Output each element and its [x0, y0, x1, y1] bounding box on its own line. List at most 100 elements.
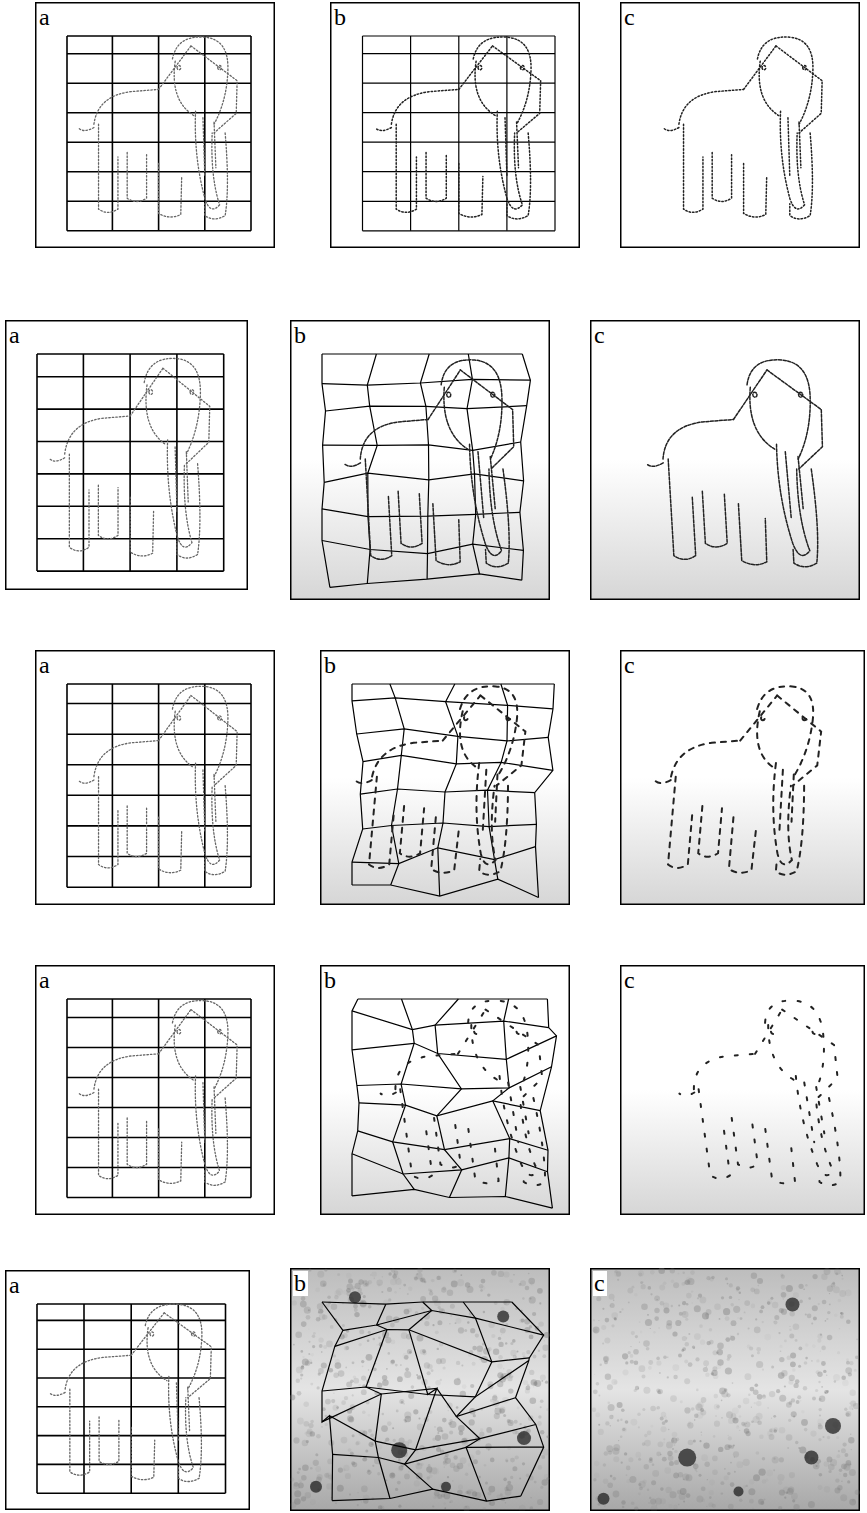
noise-dot — [598, 1424, 600, 1426]
noise-dot — [838, 1299, 842, 1303]
noise-dot — [545, 1381, 548, 1384]
noise-dot — [604, 1505, 606, 1507]
noise-dot — [611, 1312, 618, 1319]
noise-dot — [778, 1481, 782, 1485]
noise-dot — [737, 1425, 739, 1427]
noise-dot — [766, 1479, 769, 1482]
elephant-stroke — [372, 741, 443, 777]
noise-dot — [505, 1502, 506, 1503]
noise-dot — [672, 1331, 677, 1336]
noise-dot — [815, 1389, 818, 1392]
noise-dot — [503, 1368, 505, 1370]
noise-dot — [662, 1457, 667, 1462]
noise-dot — [825, 1320, 827, 1322]
elephant-stroke — [380, 1092, 396, 1095]
noise-dot — [320, 1309, 324, 1313]
noise-dot — [764, 1499, 766, 1501]
noise-dot — [829, 1304, 831, 1306]
noise-dot — [525, 1286, 530, 1291]
noise-dot — [372, 1465, 374, 1467]
noise-dot — [326, 1341, 333, 1348]
noise-dot — [622, 1506, 624, 1508]
noise-dot — [321, 1426, 323, 1428]
elephant-stroke — [99, 777, 118, 868]
elephant-stroke — [505, 118, 518, 177]
noise-dot — [705, 1462, 710, 1467]
noise-dot — [594, 1473, 599, 1478]
noise-dot — [813, 1317, 817, 1321]
noise-dot — [621, 1500, 625, 1504]
elephant-stroke — [434, 1118, 461, 1168]
noise-dot — [801, 1419, 808, 1426]
grid-line — [358, 1131, 548, 1150]
noise-dot — [377, 1279, 383, 1285]
elephant-stroke — [778, 770, 797, 831]
dark-blob — [734, 1487, 744, 1497]
noise-dot — [849, 1406, 853, 1410]
elephant-stroke — [50, 1392, 65, 1395]
noise-dot — [812, 1396, 816, 1400]
noise-dot — [593, 1478, 596, 1481]
noise-dot — [630, 1360, 634, 1364]
noise-dot — [394, 1273, 395, 1274]
elephant-stroke — [159, 1129, 182, 1183]
noise-dot — [650, 1328, 651, 1329]
noise-dot — [821, 1346, 826, 1351]
noise-dot — [827, 1311, 830, 1314]
noise-dot — [793, 1504, 799, 1510]
elephant-stroke — [661, 419, 736, 459]
noise-dot — [290, 1502, 296, 1508]
noise-dot — [420, 1463, 423, 1466]
noise-dot — [390, 1360, 395, 1365]
elephant-outline — [368, 1001, 558, 1186]
noise-dot — [799, 1347, 803, 1351]
noise-dot — [668, 1504, 672, 1508]
noise-dot — [476, 1450, 481, 1455]
noise-dot — [674, 1460, 679, 1465]
noise-dot — [361, 1486, 368, 1493]
noise-dot — [751, 1407, 752, 1408]
noise-dot — [845, 1290, 852, 1297]
noise-dot — [834, 1268, 841, 1275]
noise-dot — [717, 1359, 723, 1365]
noise-dot — [608, 1451, 612, 1455]
noise-dot — [769, 1429, 773, 1433]
elephant-stroke — [804, 1083, 825, 1143]
elephant-stroke — [98, 485, 118, 539]
grid-line — [332, 1489, 521, 1501]
noise-dot — [764, 1334, 771, 1341]
noise-dot — [596, 1296, 601, 1301]
noise-dot — [843, 1443, 847, 1447]
noise-dot — [403, 1284, 406, 1287]
noise-dot — [397, 1376, 403, 1382]
panel-frame — [291, 321, 550, 600]
noise-dot — [296, 1367, 303, 1374]
elephant-stroke — [192, 1332, 196, 1336]
noise-dot — [855, 1355, 859, 1359]
noise-dot — [442, 1433, 449, 1440]
noise-dot — [804, 1361, 808, 1365]
noise-dot — [684, 1378, 690, 1384]
noise-dot — [416, 1473, 423, 1480]
noise-dot — [429, 1474, 433, 1478]
elephant-stroke — [497, 111, 522, 209]
grid-line — [357, 729, 549, 741]
noise-dot — [696, 1496, 703, 1503]
noise-dot — [707, 1341, 711, 1345]
panel-letter: b — [293, 323, 308, 348]
grid-line — [329, 1416, 535, 1450]
noise-dot — [436, 1358, 442, 1364]
noise-dot — [791, 1411, 797, 1417]
noise-dot — [529, 1370, 534, 1375]
noise-dot — [306, 1315, 311, 1320]
noise-dot — [538, 1415, 541, 1418]
elephant-stroke — [460, 370, 516, 469]
noise-dot — [432, 1468, 439, 1475]
noise-dot — [316, 1434, 321, 1439]
noise-dot — [642, 1442, 646, 1446]
noise-dot — [529, 1296, 536, 1303]
elephant-outline — [339, 360, 522, 567]
noise-dot — [790, 1361, 796, 1367]
noise-dot — [634, 1506, 638, 1510]
grid-line — [366, 1304, 390, 1498]
